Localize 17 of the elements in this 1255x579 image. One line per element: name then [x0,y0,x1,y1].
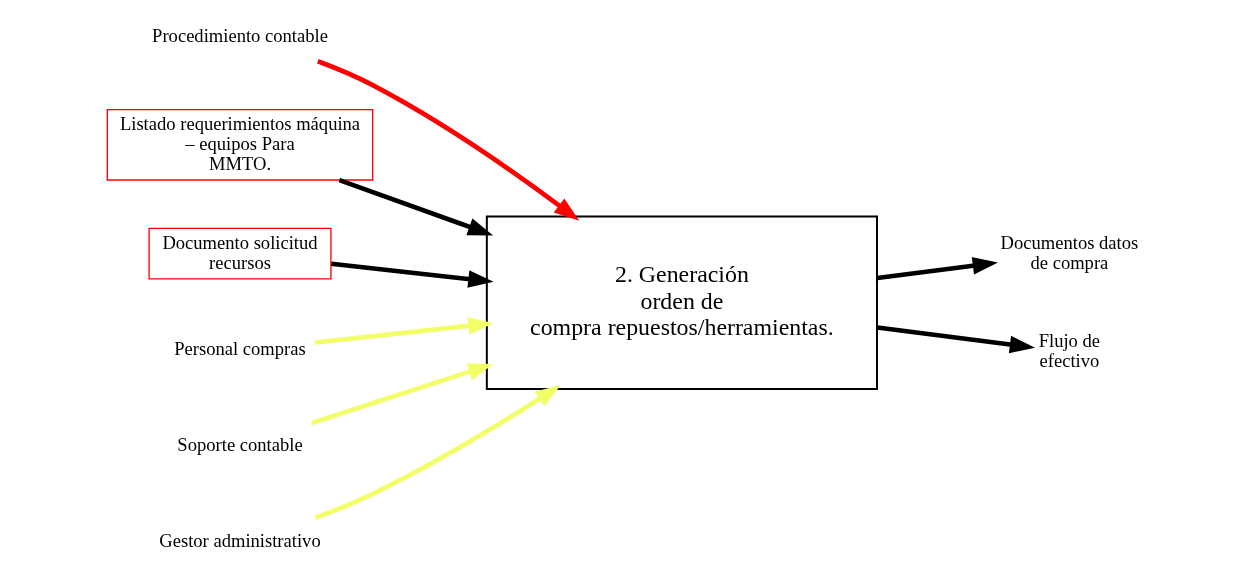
node-text: Documentos datos de compra [1000,231,1139,273]
arrow [315,317,494,345]
arrow [311,363,494,426]
node-box: Listado requerimientos máquina – equipos Para MMTO. [106,109,374,181]
node-box: Documento solicitud recursos [148,227,332,280]
arrow [331,261,494,288]
arrow [877,325,1035,354]
arrow [314,385,561,520]
node-text: Gestor administrativo [159,529,321,551]
node-text: Flujo de efectivo [1038,329,1101,371]
node-text: Personal compras [174,338,306,360]
arrow [317,59,580,221]
node-text: Soporte contable [177,434,303,455]
arrow [877,257,998,281]
arrow [338,177,494,236]
node-box: 2. Generación orden de compra repuestos/herramientas. [485,215,878,391]
node-text: Procedimiento contable [152,25,328,47]
